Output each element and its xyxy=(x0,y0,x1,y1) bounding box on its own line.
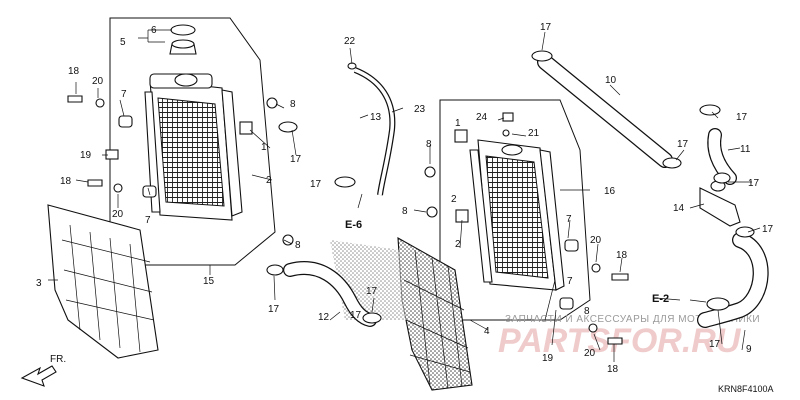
callout-17: 17 xyxy=(268,304,280,315)
callout-23: 23 xyxy=(414,104,426,115)
watermark: ЗАПЧАСТИ И АКСЕССУАРЫ ДЛЯ МОТОТЕХНИКИ PA… xyxy=(498,314,760,360)
callout-20: 20 xyxy=(112,209,124,220)
left-radiator xyxy=(144,73,253,221)
callout-21: 21 xyxy=(528,128,540,139)
watermark-tagline: ЗАПЧАСТИ И АКСЕССУАРЫ ДЛЯ МОТОТЕХНИКИ xyxy=(505,314,760,325)
callout-19: 19 xyxy=(542,353,554,364)
grommets-and-bolts xyxy=(67,95,629,345)
callout-10: 10 xyxy=(605,75,617,86)
callout-20: 20 xyxy=(92,76,104,87)
callout-2: 2 xyxy=(266,175,272,186)
callout-7: 7 xyxy=(567,276,573,287)
callout-13: 13 xyxy=(370,112,382,123)
callout-17: 17 xyxy=(709,339,721,350)
callout-8: 8 xyxy=(584,306,590,317)
callout-2: 2 xyxy=(451,194,457,205)
callout-17: 17 xyxy=(366,286,378,297)
hose-10 xyxy=(537,54,673,168)
callout-17: 17 xyxy=(762,224,774,235)
overflow-tube-23 xyxy=(353,67,396,196)
callout-1: 1 xyxy=(455,118,461,129)
callout-17: 17 xyxy=(290,154,302,165)
joint-pipe-14 xyxy=(699,180,741,227)
callout-4: 4 xyxy=(484,326,490,337)
callout-17: 17 xyxy=(748,178,760,189)
right-radiator xyxy=(454,129,565,291)
callout-22: 22 xyxy=(344,36,356,47)
radiator-cap xyxy=(169,24,197,55)
callout-17: 17 xyxy=(540,22,552,33)
hose-9 xyxy=(697,232,769,328)
front-direction-arrow: FR. xyxy=(20,354,66,387)
hose-11 xyxy=(707,128,737,185)
callout-6: 6 xyxy=(151,25,157,36)
hose-13 xyxy=(295,95,367,170)
callout-12: 12 xyxy=(318,312,330,323)
callout-15: 15 xyxy=(203,276,215,287)
callout-11: 11 xyxy=(740,144,751,155)
callout-8: 8 xyxy=(290,99,296,110)
callout-24: 24 xyxy=(476,112,488,123)
callout-8: 8 xyxy=(426,139,432,150)
front-arrow-label: FR. xyxy=(50,354,66,365)
left-radiator-shroud xyxy=(47,204,159,359)
callout-18: 18 xyxy=(68,66,80,77)
callout-17: 17 xyxy=(736,112,748,123)
callout-9: 9 xyxy=(746,344,752,355)
callout-16: 16 xyxy=(604,186,616,197)
callout-2: 2 xyxy=(455,239,461,250)
leader-lines xyxy=(48,29,761,362)
callout-numbers: 5 6 18 20 7 19 18 20 7 3 1 2 8 17 8 15 1… xyxy=(36,22,774,375)
callout-14: 14 xyxy=(673,203,685,214)
callout-18: 18 xyxy=(616,250,628,261)
callout-8: 8 xyxy=(402,206,408,217)
callout-19: 19 xyxy=(80,150,92,161)
callout-18: 18 xyxy=(607,364,619,375)
callout-20: 20 xyxy=(584,348,596,359)
callout-20: 20 xyxy=(590,235,602,246)
callout-17: 17 xyxy=(677,139,689,150)
callout-17: 17 xyxy=(310,179,322,190)
callout-7: 7 xyxy=(145,215,151,226)
callout-8: 8 xyxy=(295,240,301,251)
callout-17: 17 xyxy=(350,310,362,321)
callout-5: 5 xyxy=(120,37,126,48)
callout-18: 18 xyxy=(60,176,72,187)
diagram-code: KRN8F4100A xyxy=(718,384,774,394)
clamps xyxy=(266,50,755,324)
ref-e6: E-6 xyxy=(345,219,362,231)
callout-7: 7 xyxy=(566,214,572,225)
callout-1: 1 xyxy=(261,142,267,153)
ref-e2: E-2 xyxy=(652,293,669,305)
callout-3: 3 xyxy=(36,278,42,289)
callout-7: 7 xyxy=(121,89,127,100)
